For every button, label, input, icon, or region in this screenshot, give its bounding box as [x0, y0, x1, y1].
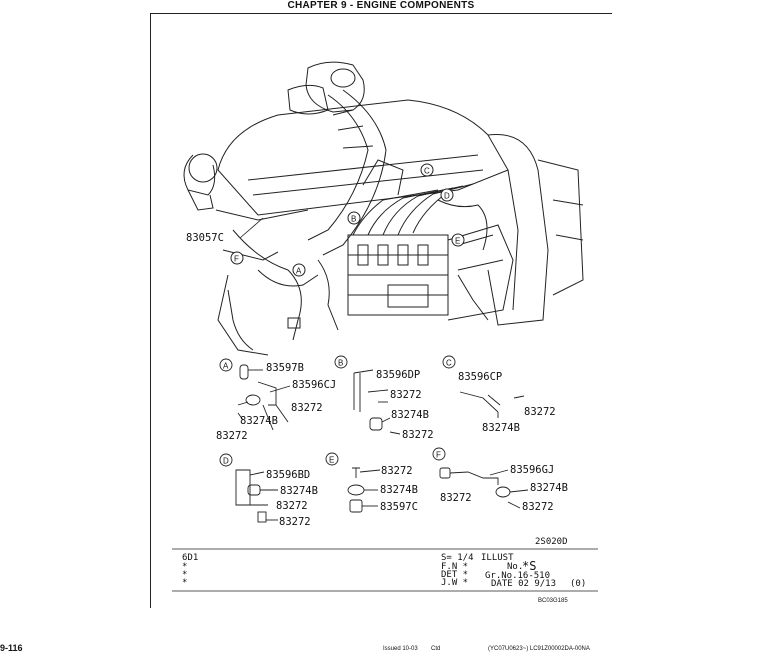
group-a-part-1: 83597B	[266, 362, 304, 374]
callout-circle-d: D	[440, 188, 454, 202]
parts-group-c: C	[442, 355, 525, 418]
footer-docref: (YC07U0623~) LC91Z00002DA-00NA	[488, 646, 590, 652]
svg-text:A: A	[296, 267, 302, 276]
chapter-title: CHAPTER 9 - ENGINE COMPONENTS	[287, 0, 475, 11]
info-date: DATE 02 9/13	[491, 579, 556, 589]
header-rule	[150, 13, 612, 14]
group-d-part-2: 83274B	[280, 485, 318, 497]
group-f-letter: F	[436, 451, 441, 460]
group-f-part-1: 83596GJ	[510, 464, 554, 476]
group-b-part-2: 83272	[390, 389, 422, 401]
group-d-letter: D	[223, 457, 229, 466]
parts-group-f: F	[432, 447, 529, 509]
group-c-part-2: 83272	[524, 406, 556, 418]
info-star-1: *	[182, 562, 187, 572]
info-star-2: *	[182, 570, 187, 580]
svg-text:C: C	[424, 167, 430, 176]
callout-circle-b: B	[347, 211, 361, 225]
group-f-part-4: 83272	[522, 501, 554, 513]
engine-callouts: 83057C A B C D E F	[186, 163, 465, 277]
info-gr-no: Gr.No.16-510	[485, 571, 550, 581]
info-star-3: *	[182, 578, 187, 588]
group-a-part-3: 83272	[291, 402, 323, 414]
group-b-letter: B	[338, 359, 343, 368]
engine-drawing	[183, 61, 584, 356]
callout-83057c: 83057C	[186, 232, 224, 244]
callout-circle-f: F	[230, 251, 244, 265]
footer-issued: Issued 10-03	[383, 646, 418, 652]
group-e-part-1: 83272	[381, 465, 413, 477]
group-d-part-3: 83272	[276, 500, 308, 512]
info-det: DET *	[441, 570, 468, 580]
group-b-part-1: 83596DP	[376, 369, 420, 381]
info-no-label: No.	[507, 562, 523, 572]
info-jw: J.W *	[441, 578, 468, 588]
parts-group-b: B	[334, 355, 401, 435]
left-margin-rule	[150, 13, 151, 608]
group-a-part-5: 83272	[216, 430, 248, 442]
parts-group-d: D	[219, 453, 278, 523]
info-fn: F.N *	[441, 562, 468, 572]
info-block: 6D1 * * * S= 1/4 F.N * DET * J.W * ILLUS…	[172, 548, 598, 604]
group-a-part-2: 83596CJ	[292, 379, 336, 391]
info-scale: S= 1/4	[441, 553, 474, 563]
svg-text:E: E	[455, 237, 460, 246]
footer-cat: Ctd	[431, 646, 441, 652]
callout-circle-c: C	[420, 163, 434, 177]
group-e-part-3: 83597C	[380, 501, 418, 513]
group-c-letter: C	[446, 359, 452, 368]
group-f-part-3: 83274B	[530, 482, 568, 494]
svg-text:B: B	[351, 215, 356, 224]
footer-page-number: 9-116	[0, 643, 23, 653]
parts-group-a: A	[219, 358, 291, 431]
parts-illustration: 83057C A B C D E F A	[172, 61, 598, 604]
callout-circle-a: A	[292, 263, 306, 277]
info-no-value: *S	[522, 559, 536, 573]
group-c-part-1: 83596CP	[458, 371, 502, 383]
group-e-part-2: 83274B	[380, 484, 418, 496]
figure-code: 2S020D	[535, 537, 568, 547]
group-a-part-4: 83274B	[240, 415, 278, 427]
group-b-part-4: 83272	[402, 429, 434, 441]
group-a-letter: A	[223, 362, 229, 371]
group-e-letter: E	[329, 456, 334, 465]
group-c-part-3: 83274B	[482, 422, 520, 434]
group-d-part-4: 83272	[279, 516, 311, 528]
group-f-part-2: 83272	[440, 492, 472, 504]
group-b-part-3: 83274B	[391, 409, 429, 421]
svg-text:D: D	[444, 192, 450, 201]
info-rev: (0)	[570, 579, 586, 589]
svg-text:F: F	[234, 255, 239, 264]
callout-circle-e: E	[451, 233, 465, 247]
info-left-code: 6D1	[182, 553, 198, 563]
info-ref-code: BC03G185	[538, 598, 568, 604]
group-d-part-1: 83596BD	[266, 469, 310, 481]
parts-group-e: E	[325, 452, 381, 513]
info-illust: ILLUST	[481, 553, 514, 563]
